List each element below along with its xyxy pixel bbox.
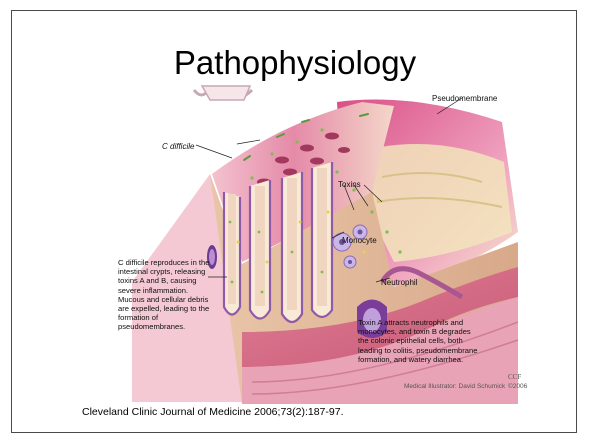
right-caption: Toxin A attracts neutrophils and monocyt… xyxy=(358,318,477,364)
label-pseudomembrane: Pseudomembrane xyxy=(432,94,497,103)
citation: Cleveland Clinic Journal of Medicine 200… xyxy=(82,406,344,418)
label-monocyte: Monocyte xyxy=(342,236,377,245)
ccf-logo: CCF xyxy=(508,373,521,382)
left-caption: C difficile reproduces in the intestinal… xyxy=(118,258,209,332)
label-c-difficile: C difficile xyxy=(162,142,194,151)
label-toxins: Toxins xyxy=(338,180,361,189)
label-neutrophil: Neutrophil xyxy=(381,278,417,287)
illustrator-credit: Medical Illustrator: David Schumick xyxy=(404,382,505,391)
slide-title: Pathophysiology xyxy=(0,44,590,82)
copyright-year: ©2006 xyxy=(508,382,527,391)
